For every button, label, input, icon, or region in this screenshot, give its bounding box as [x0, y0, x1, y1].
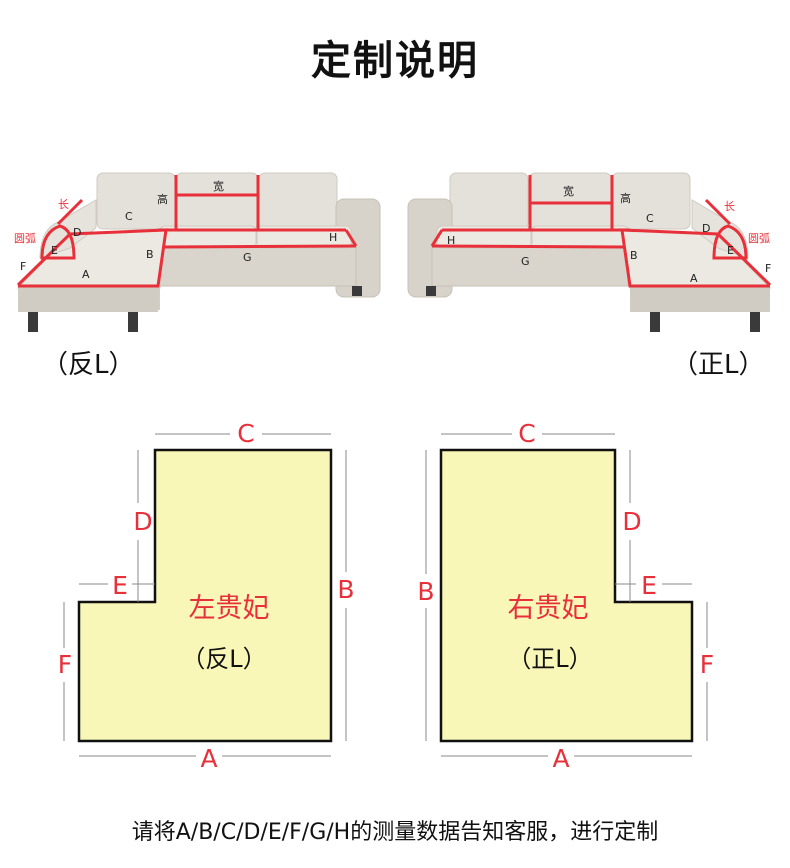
sofa-left-label-F: F: [20, 260, 26, 273]
sofa-left-label-B: B: [146, 248, 154, 261]
sofa-right-label-yuanhu: 圆弧: [748, 231, 770, 245]
shape-right-label-A: A: [552, 744, 569, 773]
sofa-right-label-D: D: [702, 222, 710, 235]
shape-left-sub: （反L）: [181, 645, 266, 673]
shape-right-label-D: D: [622, 507, 641, 536]
sofa-left-label-E: E: [51, 244, 58, 257]
sofa-left-label-kuan: 宽: [213, 179, 224, 193]
shape-left-label-B: B: [337, 575, 354, 604]
shape-left-label-D: D: [133, 507, 152, 536]
sofa-left-illustration: 长 圆弧 D E F A B C 高 宽 G H: [14, 172, 381, 332]
sofa-left-label-yuanhu: 圆弧: [14, 231, 36, 245]
sofa-left-label-D: D: [73, 226, 81, 239]
page-title: 定制说明: [311, 38, 479, 84]
shape-left-label-E: E: [112, 571, 128, 600]
footer-instruction: 请将A/B/C/D/E/F/G/H的测量数据告知客服，进行定制: [131, 820, 659, 845]
sofa-right-label-gao: 高: [620, 191, 631, 205]
sofa-right-label-chang: 长: [724, 200, 735, 213]
shape-left-diagram: C D B E F A 左贵妃 （反L）: [58, 419, 355, 773]
shape-left-outline: [77, 448, 333, 743]
shape-right-label-B: B: [417, 577, 434, 606]
shape-left-name: 左贵妃: [189, 593, 270, 624]
shape-right-outline: [439, 448, 694, 743]
sofa-left-label-G: G: [243, 251, 252, 264]
shape-left-label-F: F: [58, 650, 72, 679]
sofa-left-label-C: C: [125, 210, 133, 223]
sofa-left-label-chang: 长: [58, 198, 69, 211]
sofa-right-label-E: E: [727, 244, 734, 257]
sofa-right-label-kuan: 宽: [563, 184, 574, 198]
shape-left-label-A: A: [200, 744, 217, 773]
shape-right-sub: （正L）: [507, 645, 592, 673]
sofa-right-label-C: C: [646, 212, 654, 225]
sofa-right-caption: （正L）: [672, 350, 765, 380]
sofa-left-label-gao: 高: [157, 192, 168, 206]
sofa-left-label-A: A: [82, 268, 90, 281]
shape-left-label-C: C: [237, 419, 254, 448]
sofa-right-label-F: F: [765, 262, 771, 275]
shape-right-label-E: E: [641, 571, 657, 600]
sofa-right-label-G: G: [521, 255, 530, 268]
shape-right-label-C: C: [518, 419, 535, 448]
shape-right-label-F: F: [700, 650, 714, 679]
sofa-right-illustration: 长 圆弧 D E F A B C 高 宽 G H: [407, 172, 771, 332]
shape-right-name: 右贵妃: [508, 593, 589, 624]
sofa-right-label-B: B: [630, 249, 638, 262]
shape-right-diagram: C D B E F A 右贵妃 （正L）: [417, 419, 714, 773]
sofa-left-caption: （反L）: [42, 350, 135, 380]
sofa-right-label-H: H: [447, 234, 455, 247]
sofa-left-label-H: H: [329, 231, 337, 244]
sofa-right-label-A: A: [690, 272, 698, 285]
